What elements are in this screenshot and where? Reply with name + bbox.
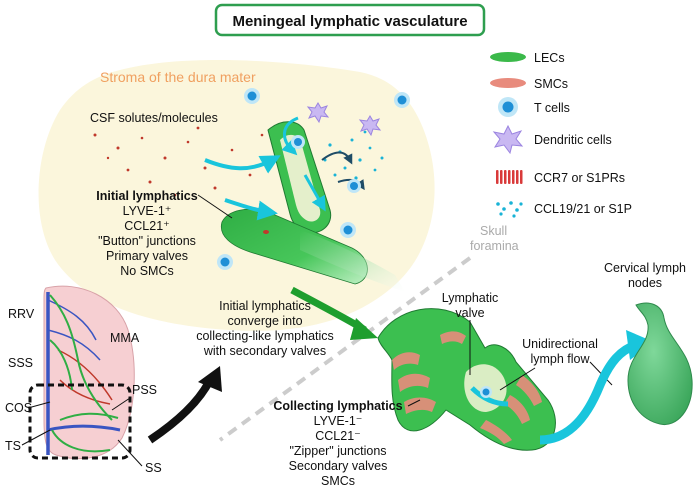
initial-lymphatics-line-5: No SMCs [120,264,173,278]
collecting-lymphatics-line-3: "Zipper" junctions [289,444,386,458]
converge-line-1: Initial lymphatics [219,299,311,313]
t-cell-icon [498,97,518,117]
chemokine-icon [496,201,523,218]
title-box [214,3,486,37]
converge-line-3: collecting-like lymphatics [196,329,334,343]
dendritic-cell-icon [492,124,524,155]
legend: LECs SMCs T cells Dendritic cells CCR7 o… [490,51,632,218]
mma-label: MMA [110,331,140,345]
converge-line-4: with secondary valves [203,344,326,358]
converge-line-2: converge into [227,314,302,328]
unidirectional-label-2: lymph flow [530,352,590,366]
t-cells [217,88,410,270]
receptor-icon [496,170,523,184]
skull-foramina-label-2: foramina [470,239,519,253]
smc-bands [392,331,542,444]
legend-tcells-label: T cells [534,101,570,115]
legend-chemokine-label: CCL19/21 or S1P [534,202,632,216]
cervical-lymph-node [627,302,693,426]
rrv-label: RRV [8,307,35,321]
initial-lymphatics-heading: Initial lymphatics [96,189,197,203]
collecting-lymphatics-line-5: SMCs [321,474,355,488]
cervical-nodes-label-1: Cervical lymph [604,261,686,275]
cervical-nodes-label-2: nodes [628,276,662,290]
brain-panel: RRV SSS MMA COS PSS TS SS [5,285,162,475]
collecting-lymphatics-text: Collecting lymphatics LYVE-1⁻ CCL21⁻ "Zi… [273,399,402,488]
legend-lecs-label: LECs [534,51,565,65]
lymph-flow-arrow [539,339,640,445]
legend-dendritic-label: Dendritic cells [534,133,612,147]
ss-label: SS [145,461,162,475]
converge-text: Initial lymphatics converge into collect… [196,299,334,358]
lymphatic-valve-label-1: Lymphatic [442,291,499,305]
collecting-lymphatics-heading: Collecting lymphatics [273,399,402,413]
csf-label: CSF solutes/molecules [90,111,218,125]
collecting-lymphatics-line-4: Secondary valves [289,459,388,473]
lec-icon [490,52,526,62]
stroma-label: Stroma of the dura mater [100,69,256,85]
lymphatic-valve-label-2: valve [455,306,484,320]
legend-smcs-label: SMCs [534,77,568,91]
skull-foramina-label-1: Skull [480,224,507,238]
collecting-lymphatics-line-1: LYVE-1⁻ [314,414,363,428]
initial-lymphatics-line-1: LYVE-1⁺ [123,204,172,218]
cos-label: COS [5,401,32,415]
unidirectional-label-1: Unidirectional [522,337,598,351]
collecting-lymphatics-line-2: CCL21⁻ [315,429,361,443]
zoom-box [28,383,132,460]
initial-lymphatics-line-4: Primary valves [106,249,188,263]
zoom-arrow [147,378,214,444]
diagram-title: Meningeal lymphatic vasculature [232,13,467,30]
dendritic-cells [306,102,382,137]
sss-label: SSS [8,356,33,370]
skull-dashed-line [218,256,472,442]
ts-label: TS [5,439,21,453]
smc-icon [490,78,526,88]
initial-lymphatics-line-3: "Button" junctions [98,234,196,248]
initial-lymphatics-line-2: CCL21⁺ [124,219,170,233]
legend-receptor-label: CCR7 or S1PRs [534,171,625,185]
initial-lymphatics-text: Initial lymphatics LYVE-1⁺ CCL21⁺ "Butto… [96,189,197,278]
pss-label: PSS [132,383,157,397]
